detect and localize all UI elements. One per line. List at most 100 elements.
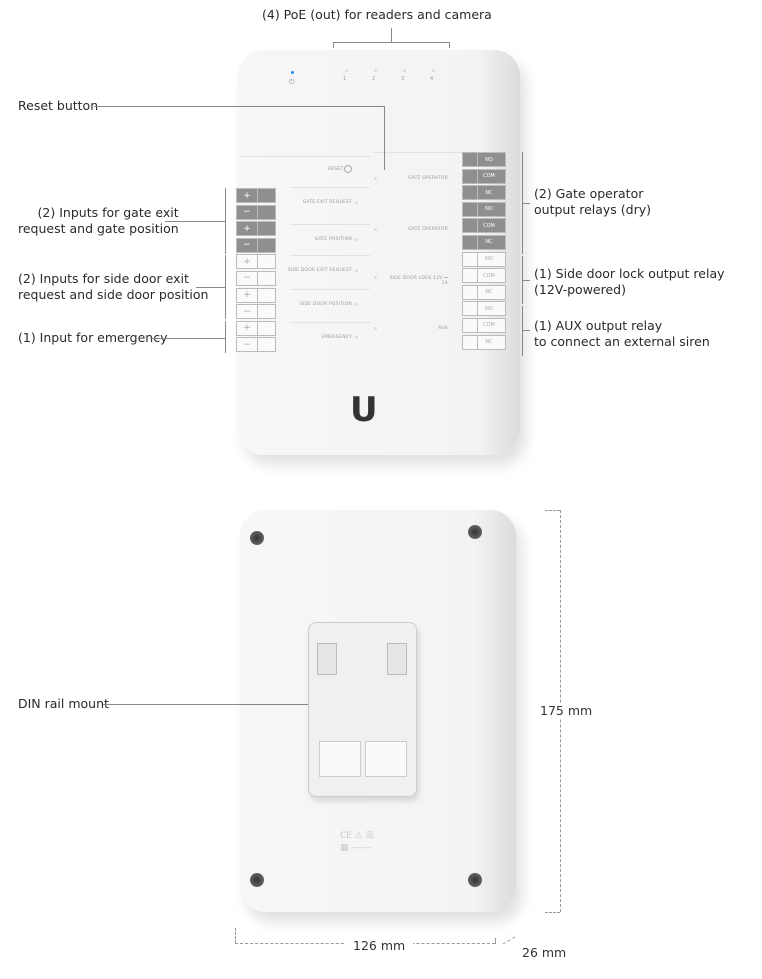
input-terminal[interactable]: − <box>236 270 276 286</box>
gate-inputs-callout-1: (2) Inputs for gate exit <box>37 205 179 220</box>
relay-terminal[interactable]: NO <box>462 251 506 267</box>
relay-terminal[interactable]: NO <box>462 152 506 167</box>
divider <box>290 224 370 225</box>
input-led <box>355 336 358 339</box>
divider <box>290 255 370 256</box>
terminal-screw[interactable] <box>463 285 478 299</box>
relay-contact-label: COM <box>483 272 495 279</box>
reset-callout: Reset button <box>18 98 99 113</box>
relay-terminal[interactable]: COM <box>462 168 506 184</box>
input-label: SIDE DOOR POSITION <box>299 302 352 307</box>
input-terminal[interactable]: − <box>236 304 276 320</box>
input-label: SIDE DOOR EXIT REQUEST <box>287 268 352 273</box>
terminal-screw[interactable] <box>257 288 272 302</box>
terminal-screw[interactable] <box>463 252 478 266</box>
terminal-screw[interactable] <box>463 219 478 233</box>
poe-led <box>374 69 377 72</box>
poe-led <box>345 69 348 72</box>
relay-contact-label: NO <box>485 206 493 213</box>
terminal-screw[interactable] <box>257 271 272 285</box>
reset-leader-v <box>384 106 385 170</box>
poe-port-label: 4 <box>430 76 434 82</box>
side-relay-callout-2: (12V-powered) <box>534 282 626 297</box>
divider <box>290 289 370 290</box>
terminal-polarity: + <box>243 323 251 334</box>
ubiquiti-logo: U <box>350 390 378 430</box>
power-icon: ⏻ <box>289 78 295 86</box>
input-terminal[interactable]: + <box>236 188 276 203</box>
poe-leader <box>391 28 392 42</box>
terminal-polarity: + <box>243 256 251 267</box>
terminal-screw[interactable] <box>463 186 478 200</box>
input-terminal[interactable]: − <box>236 237 276 253</box>
relay-contact-label: NO <box>485 305 493 312</box>
input-terminal[interactable]: − <box>236 204 276 220</box>
input-terminal[interactable]: + <box>236 287 276 303</box>
relay-terminal[interactable]: NC <box>462 334 506 350</box>
terminal-screw[interactable] <box>463 202 478 216</box>
input-label: GATE POSITION <box>314 237 352 242</box>
input-led <box>355 201 358 204</box>
terminal-screw[interactable] <box>257 205 272 219</box>
input-terminal[interactable]: + <box>236 254 276 270</box>
relay-terminal[interactable]: NC <box>462 284 506 300</box>
terminal-screw[interactable] <box>257 305 272 319</box>
emergency-callout: (1) Input for emergency <box>18 330 168 345</box>
relay-contact-label: COM <box>483 173 495 180</box>
poe-bracket-left <box>333 42 334 48</box>
terminal-screw[interactable] <box>463 318 478 332</box>
input-label: GATE EXIT REQUEST <box>302 200 352 205</box>
terminal-screw[interactable] <box>257 338 272 352</box>
terminal-screw[interactable] <box>463 235 478 249</box>
terminal-polarity: + <box>243 290 251 301</box>
relay-terminal[interactable]: NO <box>462 201 506 217</box>
relay-terminal[interactable]: COM <box>462 268 506 284</box>
terminal-polarity: − <box>243 207 251 218</box>
relay-contact-label: NC <box>485 339 493 346</box>
relay-terminal[interactable]: NC <box>462 185 506 201</box>
terminal-screw[interactable] <box>257 238 272 252</box>
input-terminal[interactable]: + <box>236 320 276 336</box>
relay-contact-label: NO <box>485 156 493 163</box>
input-terminal[interactable]: + <box>236 221 276 237</box>
terminal-screw[interactable] <box>257 255 272 269</box>
side-inputs-callout-2: request and side door position <box>18 287 209 302</box>
poe-led <box>432 69 435 72</box>
terminal-screw[interactable] <box>463 269 478 283</box>
output-label: GATE OPERATOR <box>407 227 448 232</box>
terminal-polarity: − <box>243 339 251 350</box>
gate-relays-callout-1: (2) Gate operator <box>534 186 644 201</box>
output-led <box>374 177 377 180</box>
output-led <box>374 327 377 330</box>
input-led <box>355 303 358 306</box>
relay-contact-label: NC <box>485 189 493 196</box>
relay-terminal[interactable]: NC <box>462 234 506 250</box>
terminal-screw[interactable] <box>257 189 272 202</box>
relay-terminal[interactable]: NO <box>462 301 506 317</box>
input-led <box>355 238 358 241</box>
terminal-polarity: − <box>243 240 251 251</box>
input-terminal[interactable]: − <box>236 337 276 353</box>
reset-button[interactable] <box>344 165 352 173</box>
output-label: GATE OPERATOR <box>407 176 448 181</box>
terminal-screw[interactable] <box>257 222 272 236</box>
input-led <box>355 269 358 272</box>
terminal-screw[interactable] <box>257 321 272 335</box>
terminal-screw[interactable] <box>463 169 478 183</box>
din-rail-mount <box>308 622 417 797</box>
terminal-screw[interactable] <box>463 302 478 316</box>
aux-relay-callout-2: to connect an external siren <box>534 334 710 349</box>
relay-contact-label: COM <box>483 222 495 229</box>
divider <box>290 322 370 323</box>
output-label: AUX <box>437 326 448 331</box>
relay-terminal[interactable]: COM <box>462 317 506 333</box>
relay-contact-label: COM <box>483 322 495 329</box>
depth-dimension: 26 mm <box>522 945 567 960</box>
terminal-screw[interactable] <box>463 335 478 349</box>
relay-terminal[interactable]: COM <box>462 218 506 234</box>
side-inputs-callout-1: (2) Inputs for side door exit <box>18 271 189 286</box>
output-led <box>374 228 377 231</box>
terminal-screw[interactable] <box>463 153 478 166</box>
status-led <box>291 71 294 74</box>
divider <box>290 187 370 188</box>
